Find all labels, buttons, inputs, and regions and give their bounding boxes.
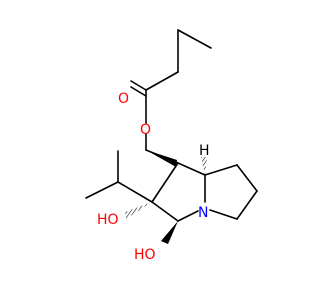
hashed-wedge-c2-oh: [125, 202, 152, 219]
hashed-wedge-c7a-h: [201, 157, 207, 175]
bond-c7-c6: [236, 164, 258, 192]
molecule-structure: O O H N HO HO: [85, 29, 258, 263]
bond-c6-c5: [236, 190, 258, 220]
bond-c5-n: [209, 209, 238, 220]
bond-c1-c7a: [177, 162, 206, 176]
carbonyl-double-bond: [130, 80, 147, 97]
pyrrolizidine-core: [151, 162, 258, 222]
wedge-bond-c1: [146, 150, 177, 167]
bond-n-c3: [177, 210, 199, 222]
bond-c1-c2: [177, 29, 212, 49]
stereo-hydrogen-label: H: [199, 143, 210, 159]
ester-oxygen-label: O: [140, 122, 151, 138]
hydroxyl-left-label: HO: [97, 212, 119, 228]
isopropyl-group: [85, 150, 153, 203]
wedge-bond-c3-oh: [161, 221, 178, 244]
bond-c3-c2: [151, 201, 179, 222]
butyl-chain: [145, 29, 212, 91]
bond-c3-c4: [145, 71, 179, 91]
hydroxyl-bottom-label: HO: [134, 247, 156, 263]
nitrogen-label: N: [198, 205, 208, 221]
carbonyl-oxygen-label: O: [118, 91, 129, 107]
bond-c7a-c7: [204, 164, 238, 176]
bond-c2-c1: [151, 162, 179, 203]
